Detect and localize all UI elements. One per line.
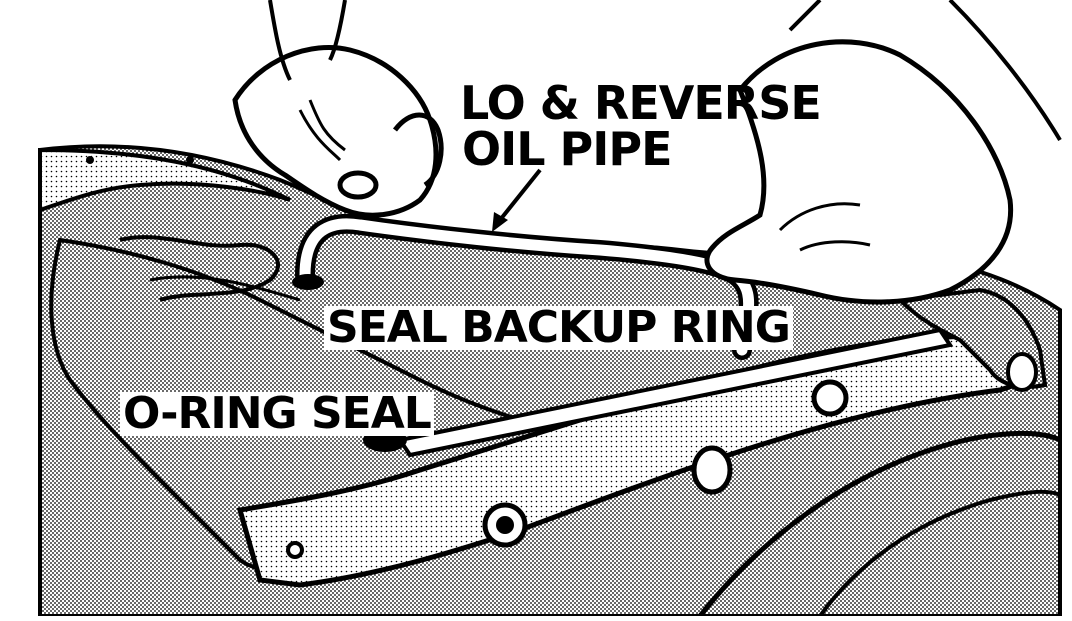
label-oring-seal: O-RING SEAL: [120, 392, 434, 436]
pipe-leader-arrow: [498, 168, 542, 222]
case-rim: [38, 147, 291, 213]
diagonal-bar: [396, 327, 954, 458]
right-hand: [704, 39, 1014, 305]
label-oil-pipe: OIL PIPE: [462, 122, 673, 176]
left-hand: [232, 44, 439, 218]
seal-backup-ring-part: [292, 274, 324, 290]
label-seal-backup-ring: SEAL BACKUP RING: [324, 306, 793, 350]
label-lo-reverse: LO & REVERSE: [460, 76, 822, 130]
lower-contour: [698, 430, 1062, 618]
